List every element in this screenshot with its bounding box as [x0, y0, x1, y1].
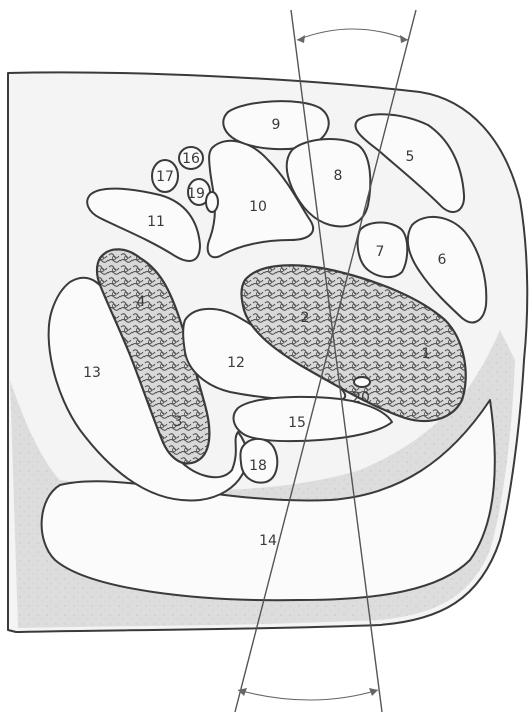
label-5: 5	[406, 149, 415, 165]
label-20: 20	[352, 390, 370, 406]
label-10: 10	[249, 199, 267, 215]
region-20	[354, 377, 370, 387]
label-18: 18	[249, 458, 267, 474]
label-4: 4	[137, 294, 146, 310]
label-14: 14	[259, 533, 277, 549]
label-13: 13	[83, 365, 101, 381]
region-19b	[206, 192, 218, 212]
label-17: 17	[156, 169, 174, 185]
label-11: 11	[147, 214, 165, 230]
label-9: 9	[272, 117, 281, 133]
label-12: 12	[227, 355, 245, 371]
label-8: 8	[334, 168, 343, 184]
label-15: 15	[288, 415, 306, 431]
label-2: 2	[301, 310, 310, 326]
label-7: 7	[376, 244, 385, 260]
label-1: 1	[422, 346, 431, 362]
label-19: 19	[187, 186, 205, 202]
beam-angle-arc-top	[297, 29, 408, 40]
label-6: 6	[438, 252, 447, 268]
label-3: 3	[174, 414, 183, 430]
label-16: 16	[182, 151, 200, 167]
beam-angle-arc-bottom	[238, 690, 378, 700]
